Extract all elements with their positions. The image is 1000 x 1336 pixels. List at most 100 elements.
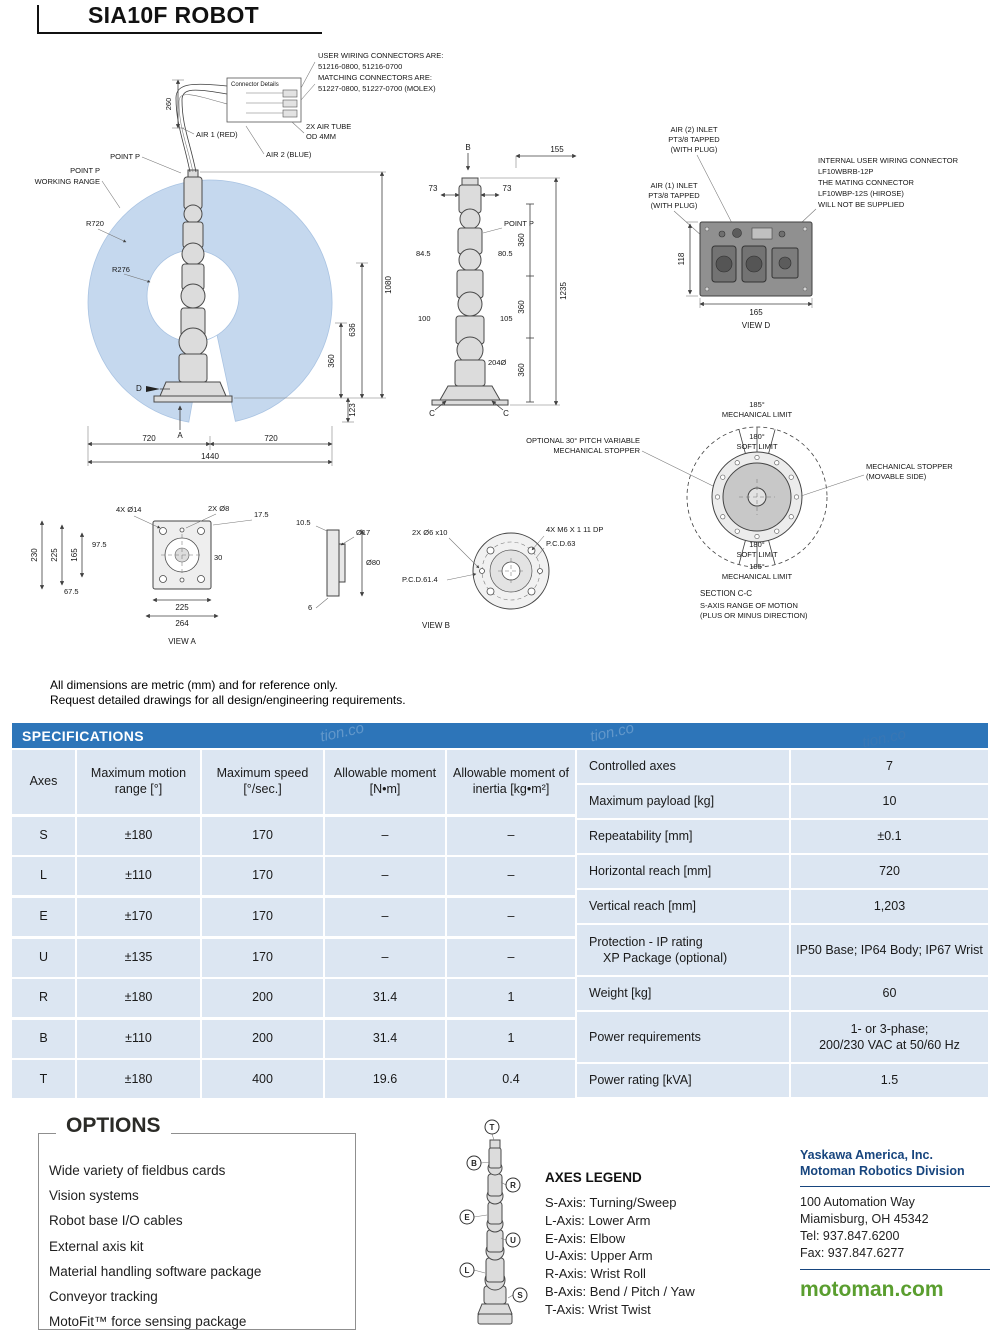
dim-10-5: 10.5 — [296, 518, 311, 527]
air1-inlet-line3: (WITH PLUG) — [651, 201, 698, 210]
table-row: Power rating [kVA] 1.5 — [577, 1064, 988, 1097]
connector-panel — [699, 221, 813, 297]
axes-cell: 170 — [202, 816, 323, 855]
axes-cell: 1 — [447, 979, 575, 1018]
user-wiring-note-line1: USER WIRING CONNECTORS ARE: — [318, 51, 443, 60]
spec-value: 1- or 3-phase; — [850, 1021, 929, 1036]
connector-details-box: Connector Details — [226, 77, 302, 123]
dim-155: 155 — [550, 145, 564, 154]
axis-marker-l: L — [459, 1262, 486, 1278]
dim-264: 264 — [175, 619, 189, 628]
dim-r276: R276 — [112, 265, 130, 274]
list-item: Conveyor tracking — [49, 1289, 158, 1305]
axes-cell: ±170 — [77, 897, 200, 936]
spec-value: 1.5 — [880, 1073, 899, 1088]
d-arrow — [146, 386, 160, 392]
view-a-caption: VIEW A — [168, 637, 196, 646]
axes-cell: 170 — [202, 938, 323, 977]
dim-720-left: 720 — [142, 434, 156, 443]
internal-wiring-line5: WILL NOT BE SUPPLIED — [818, 200, 905, 209]
company-address-line2: Miamisburg, OH 45342 — [800, 1212, 929, 1226]
axes-cell: – — [447, 938, 575, 977]
s-axis-range-line2: (PLUS OR MINUS DIRECTION) — [700, 611, 808, 620]
dim-360-3: 360 — [517, 363, 526, 377]
axes-cell: 200 — [202, 1019, 323, 1058]
axes-legend-robot-figure: T B R E U L S — [459, 1119, 528, 1325]
company-name: Yaskawa America, Inc. — [800, 1148, 933, 1162]
dim-360-1: 360 — [517, 233, 526, 247]
internal-wiring-line3: THE MATING CONNECTOR — [818, 178, 915, 187]
axes-cell: T — [12, 1060, 75, 1099]
air2-inlet-line2: PT3/8 TAPPED — [668, 135, 720, 144]
side-view: B 155 73 73 — [416, 143, 577, 418]
company-division: Motoman Robotics Division — [800, 1164, 965, 1178]
axis-marker-e: E — [459, 1209, 488, 1225]
dim-r720: R720 — [86, 219, 104, 228]
spec-label: Power requirements — [589, 1029, 701, 1044]
air2-label: AIR 2 (BLUE) — [266, 150, 312, 159]
view-d-caption: VIEW D — [742, 321, 771, 330]
axes-legend: AXES LEGEND S-Axis: Turning/Sweep L-Axis… — [545, 1170, 695, 1319]
dim-1235: 1235 — [559, 282, 568, 300]
dim-1080: 1080 — [384, 276, 393, 294]
dim-230: 230 — [30, 548, 39, 562]
axes-cell: – — [325, 897, 445, 936]
dim-260: 260 — [164, 98, 173, 111]
air1-inlet-line1: AIR (1) INLET — [650, 181, 698, 190]
dim-100: 100 — [418, 314, 431, 323]
options-list: Wide variety of fieldbus cards Vision sy… — [49, 1158, 359, 1334]
dim-pcd63: P.C.D.63 — [546, 539, 575, 548]
list-item: Wide variety of fieldbus cards — [49, 1163, 226, 1178]
axes-spec-table: Axes Maximum motion range [°] Maximum sp… — [12, 750, 575, 1099]
air1-label: AIR 1 (RED) — [196, 130, 238, 139]
spec-label: Maximum payload [kg] — [589, 794, 715, 809]
user-wiring-note-line4: 51227-0800, 51227-0700 (MOLEX) — [318, 84, 436, 93]
point-p-label: POINT P — [110, 152, 140, 161]
working-range-label-line2: WORKING RANGE — [35, 177, 100, 186]
note-line2: Request detailed drawings for all design… — [50, 693, 406, 707]
spec-value: IP50 Base; IP64 Body; IP67 Wrist — [796, 942, 983, 957]
specifications-title: SPECIFICATIONS — [22, 727, 145, 744]
table-row: Power requirements 1- or 3-phase; 200/23… — [577, 1012, 988, 1062]
spec-value: 1,203 — [873, 899, 906, 914]
company-fax: Fax: 937.847.6277 — [800, 1246, 905, 1260]
divider — [800, 1186, 990, 1187]
dim-1440: 1440 — [201, 452, 219, 461]
dim-97-5: 97.5 — [92, 540, 107, 549]
mech-stopper-line1: MECHANICAL STOPPER — [866, 462, 953, 471]
table-row: Vertical reach [mm] 1,203 — [577, 890, 988, 923]
view-b-caption: VIEW B — [422, 621, 450, 630]
axes-cell: 200 — [202, 979, 323, 1018]
optional-stopper-line2: MECHANICAL STOPPER — [553, 446, 640, 455]
company-tel: Tel: 937.847.6200 — [800, 1229, 900, 1243]
axes-cell: ±110 — [77, 857, 200, 896]
table-row: Repeatability [mm] ±0.1 — [577, 820, 988, 853]
list-item: Material handling software package — [49, 1263, 262, 1279]
dim-165: 165 — [749, 308, 763, 317]
robot-legend-silhouette — [477, 1139, 513, 1325]
dim-204: 204Ø — [488, 358, 507, 367]
specifications-header-bar: SPECIFICATIONS — [12, 723, 988, 748]
section-cc-caption: SECTION C-C — [700, 589, 752, 598]
robot-side-silhouette — [431, 177, 509, 406]
dim-84-5: 84.5 — [416, 249, 431, 258]
axis-letter: S — [517, 1291, 523, 1300]
spec-value: ±0.1 — [877, 829, 902, 844]
axes-cell: L — [12, 857, 75, 896]
axes-cell: – — [447, 857, 575, 896]
s-axis-range-line1: S-AXIS RANGE OF MOTION — [700, 601, 798, 610]
dim-pcd61-4: P.C.D.61.4 — [402, 575, 438, 584]
spec-label: Protection - IP rating — [589, 934, 703, 949]
side-point-p-label: POINT P — [504, 219, 534, 228]
page-title: SIA10F ROBOT — [88, 2, 260, 28]
axes-cell: ±180 — [77, 816, 200, 855]
dim-105: 105 — [500, 314, 513, 323]
list-item: E-Axis: Elbow — [545, 1230, 626, 1246]
list-item: L-Axis: Lower Arm — [545, 1212, 651, 1228]
company-website-link[interactable]: motoman.com — [800, 1278, 944, 1301]
section-cc: 185° MECHANICAL LIMIT 180° SOFT LIMIT OP… — [526, 400, 953, 620]
mech-stopper-line2: (MOVABLE SIDE) — [866, 472, 927, 481]
dim-225-bottom: 225 — [175, 603, 189, 612]
table-row: Controlled axes 7 — [577, 750, 988, 783]
axes-col-header: Allowable moment [N•m] — [325, 750, 445, 814]
